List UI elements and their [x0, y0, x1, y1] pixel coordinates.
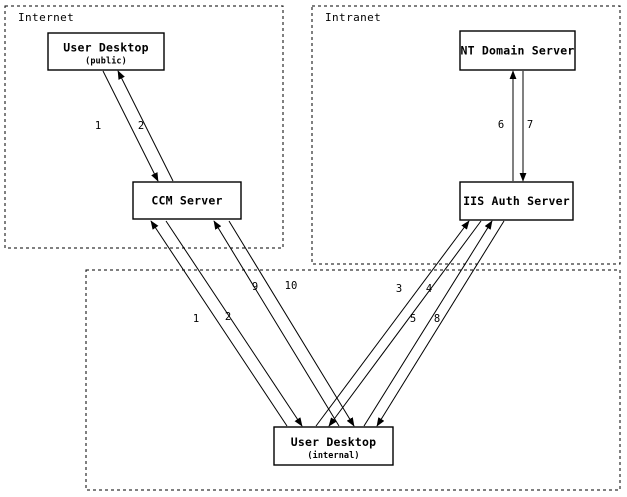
node-box-nt-domain-server — [459, 30, 576, 71]
flow-line-flow-5 — [363, 220, 493, 427]
flow-step-label-6: 6 — [498, 119, 504, 131]
flow-step-label-9: 9 — [252, 281, 258, 293]
flow-line-flow-4 — [328, 220, 482, 427]
zone-boundary-internal — [85, 269, 621, 491]
node-nt-domain-server: NT Domain Server — [459, 30, 576, 71]
flow-step-label-4: 4 — [426, 283, 432, 295]
flow-step-label-8: 8 — [434, 313, 440, 325]
flow-line-flow-8 — [376, 220, 505, 427]
flow-line-flow-2 — [117, 70, 174, 182]
flow-step-label-3: 3 — [396, 283, 402, 295]
node-title-ccm-server: CCM Server — [151, 194, 222, 208]
node-user-desktop-internal: User Desktop(internal) — [273, 426, 394, 466]
node-subtitle-user-desktop-public: (public) — [85, 56, 127, 67]
flow-step-label-7: 7 — [527, 119, 533, 131]
flow-step-label-2: 2 — [138, 120, 144, 132]
node-box-ccm-server — [132, 181, 242, 220]
flow-step-label-1: 1 — [95, 120, 101, 132]
zone-label-intranet: Intranet — [325, 11, 381, 24]
node-title-nt-domain-server: NT Domain Server — [461, 44, 575, 58]
node-title-user-desktop-internal: User Desktop — [291, 435, 376, 449]
node-user-desktop-public: User Desktop(public) — [47, 32, 165, 71]
node-box-user-desktop-public — [47, 32, 165, 71]
node-iis-auth-server: IIS Auth Server — [459, 181, 574, 221]
zone-boundary-intranet — [311, 5, 621, 265]
zone-label-internet: Internet — [18, 11, 74, 24]
node-title-user-desktop-public: User Desktop — [63, 41, 148, 55]
flow-step-labels: 1 2 1 2 9 10 3 4 5 8 6 7 — [95, 119, 533, 325]
flow-arrows — [102, 70, 527, 427]
node-box-user-desktop-internal — [273, 426, 394, 466]
zone-boundary-internet — [4, 5, 284, 249]
node-box-iis-auth-server — [459, 181, 574, 221]
flow-line-flow-2b — [165, 220, 303, 427]
flow-line-flow-10 — [228, 220, 355, 427]
flow-line-flow-3 — [315, 220, 470, 427]
flow-step-label-1: 1 — [193, 313, 199, 325]
flow-step-label-5: 5 — [410, 313, 416, 325]
zone-boundaries: Internet Intranet — [4, 5, 621, 491]
flow-line-flow-1b — [150, 220, 288, 427]
flow-line-flow-1 — [102, 70, 159, 182]
node-subtitle-user-desktop-internal: (internal) — [307, 450, 359, 461]
flow-step-label-2: 2 — [225, 311, 231, 323]
flow-line-flow-9 — [213, 220, 340, 427]
flow-step-label-10: 10 — [285, 280, 298, 292]
node-ccm-server: CCM Server — [132, 181, 242, 220]
node-title-iis-auth-server: IIS Auth Server — [463, 194, 570, 208]
